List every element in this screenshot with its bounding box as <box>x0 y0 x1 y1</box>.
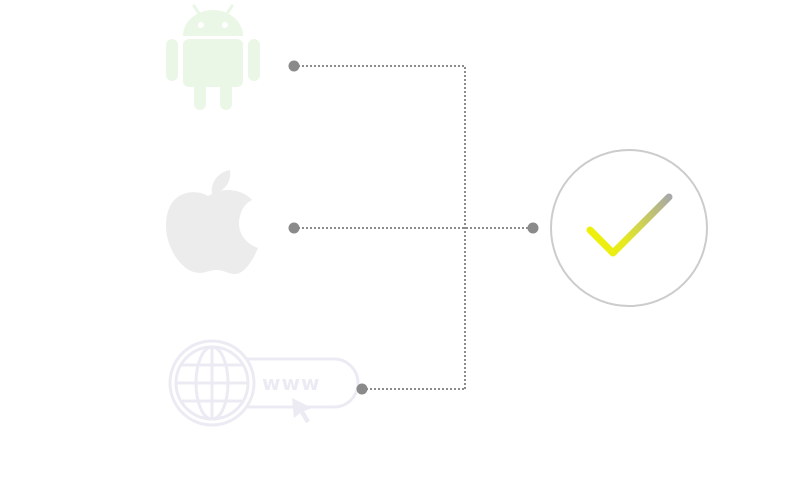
web-connector-dot <box>356 383 368 395</box>
www-label: www <box>262 371 320 395</box>
apple-icon <box>166 170 258 274</box>
globe-www-icon <box>168 339 360 427</box>
connector-android <box>294 65 466 389</box>
result-connector-dot <box>527 222 539 234</box>
result-circle <box>550 149 708 307</box>
checkmark-icon <box>586 193 673 257</box>
apple-connector-dot <box>288 222 300 234</box>
android-icon <box>166 4 260 110</box>
connector-lines <box>294 65 533 390</box>
android-connector-dot <box>288 60 300 72</box>
